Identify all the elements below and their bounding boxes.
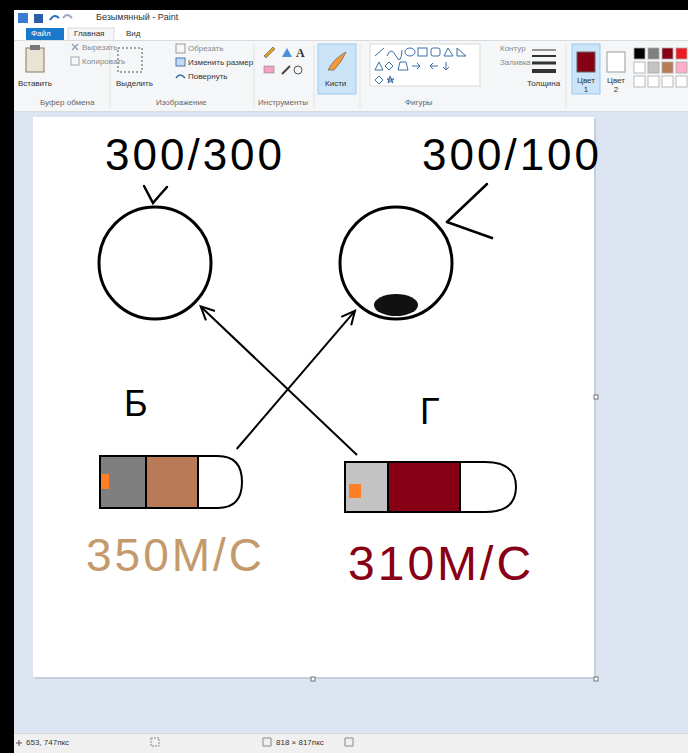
ribbon-button: Изменить размер	[188, 59, 253, 67]
arrow-head	[341, 311, 355, 326]
speed-text: 310М/С	[348, 540, 534, 588]
target-circle: 300/300	[97, 205, 213, 321]
svg-text:A: A	[296, 46, 305, 60]
ribbon-button: Кисти	[325, 80, 346, 88]
ribbon-group: Инструменты	[258, 99, 308, 107]
score-text: 300/100	[422, 133, 602, 177]
tool-icons: A	[264, 46, 305, 74]
cursor-icon	[16, 740, 22, 746]
cut-icon	[72, 44, 78, 50]
color-palette	[634, 48, 687, 87]
bullet-outline	[98, 452, 244, 512]
ribbon-button: Выделить	[116, 80, 153, 88]
circle-outline	[340, 207, 452, 319]
resize-handles	[311, 395, 598, 681]
ribbon-button: Повернуть	[188, 73, 228, 81]
thickness-icon	[532, 50, 556, 71]
shape-icons	[375, 48, 466, 84]
paste-clip	[30, 45, 40, 50]
ribbon-button: Цвет 2	[604, 76, 628, 94]
ribbon-button: Вырезать	[82, 44, 118, 52]
color1-selected	[572, 44, 600, 94]
home-tab	[68, 28, 114, 41]
ribbon-button: Цвет 1	[574, 76, 598, 94]
color1-swatch	[577, 52, 595, 72]
arrow-line	[237, 311, 355, 449]
bullet-segment	[388, 462, 460, 512]
target-circle: 300/100	[338, 205, 454, 321]
menu-tab: Файл	[31, 30, 51, 38]
hand-letter: Б	[124, 386, 148, 422]
app-icon	[18, 13, 28, 23]
group-separators	[110, 44, 566, 108]
work-area	[14, 112, 688, 733]
bullet-nose	[198, 456, 242, 508]
window-title: Безымянный - Paint	[96, 13, 178, 22]
bullet-drawing: 310М/С	[343, 458, 518, 516]
menu-tab: Главная	[74, 30, 104, 38]
status-bar	[14, 733, 688, 753]
hand-letter: Г	[420, 394, 440, 430]
arrow-head	[201, 306, 215, 320]
bullet-drawing: 350М/С	[98, 452, 244, 512]
window-frame	[14, 10, 688, 753]
arrow-connector	[201, 306, 357, 455]
bullet-outline	[343, 458, 518, 516]
ribbon-button: Контур	[500, 45, 526, 53]
bullet-primer	[101, 474, 109, 489]
undo-icon	[50, 16, 59, 20]
bullet-segment	[345, 462, 388, 512]
menu-tab: Вид	[126, 30, 140, 38]
ribbon-border	[14, 40, 688, 41]
ribbon-border	[14, 111, 688, 112]
copy-icon	[71, 57, 79, 65]
canvas	[33, 117, 594, 677]
ribbon-button: Копировать	[82, 58, 125, 66]
brush-selected	[318, 44, 356, 94]
shapes-gallery	[370, 44, 480, 86]
ribbon-group: Изображение	[156, 99, 206, 107]
circle-outline	[99, 207, 211, 319]
rotate-icon	[176, 75, 185, 78]
ribbon-group: Фигуры	[405, 99, 433, 107]
speed-text: 350М/С	[86, 532, 265, 578]
ribbon-button: Обрезать	[188, 45, 223, 53]
status-icons	[151, 738, 353, 746]
ribbon	[14, 40, 688, 112]
hit-mark	[374, 294, 418, 316]
redo-icon	[63, 15, 72, 18]
resize-icon	[176, 58, 185, 66]
score-text: 300/300	[105, 133, 285, 177]
ribbon-button: Вставить	[18, 80, 52, 88]
color2-swatch	[607, 52, 625, 72]
crop-icon	[176, 44, 185, 53]
bullet-primer	[349, 484, 361, 498]
ribbon-button: Толщина	[527, 80, 560, 88]
status-text: 818 × 817пкс	[276, 739, 324, 747]
save-icon	[34, 14, 43, 23]
hand-mark	[447, 222, 492, 238]
status-border	[14, 733, 688, 734]
arrow-connector	[237, 311, 355, 449]
ribbon-group: Буфер обмена	[40, 99, 94, 107]
hand-mark	[144, 186, 167, 203]
circle-outline	[338, 205, 454, 321]
bullet-segment	[146, 456, 198, 508]
status-text: 653, 747пкс	[26, 739, 69, 747]
hand-mark	[447, 184, 487, 222]
arrow-line	[201, 306, 357, 455]
circle-outline	[97, 205, 213, 321]
paste-icon	[26, 48, 44, 72]
file-tab	[26, 28, 64, 40]
ribbon-button: Заливка	[500, 59, 531, 67]
bullet-nose	[460, 462, 516, 512]
bullet-segment	[100, 456, 146, 508]
brush-icon	[328, 52, 346, 70]
